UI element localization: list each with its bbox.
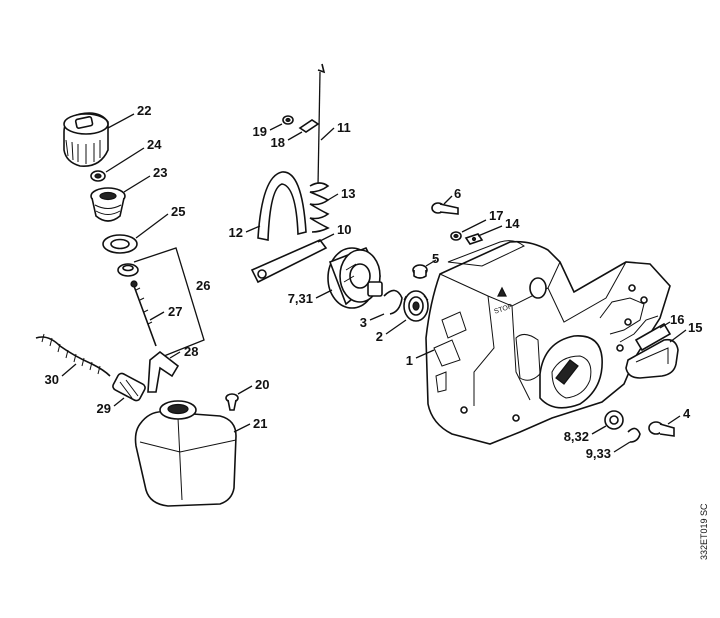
leader-2 bbox=[385, 319, 407, 335]
part-22-tank-cap bbox=[63, 112, 109, 167]
label-12: 12 bbox=[229, 225, 243, 240]
label-17: 17 bbox=[489, 208, 503, 223]
leader-9-33 bbox=[613, 441, 631, 453]
part-17-nut bbox=[450, 231, 462, 241]
label-30: 30 bbox=[45, 372, 59, 387]
label-23: 23 bbox=[153, 165, 167, 180]
part-13-spring bbox=[309, 182, 330, 233]
leader-27 bbox=[149, 311, 165, 321]
label-8-32: 8,32 bbox=[564, 429, 589, 444]
part-3-circlip bbox=[383, 289, 403, 315]
bracket-26 bbox=[133, 247, 205, 357]
part-30-suction-hose bbox=[35, 333, 111, 377]
leader-16 bbox=[659, 321, 671, 329]
part-12-strap bbox=[257, 171, 307, 241]
leader-17 bbox=[461, 219, 487, 233]
label-27: 27 bbox=[168, 304, 182, 319]
leader-22 bbox=[107, 113, 135, 129]
label-20: 20 bbox=[255, 377, 269, 392]
leader-6 bbox=[443, 195, 453, 205]
leader-24 bbox=[105, 147, 145, 173]
part-8-32-washer bbox=[604, 410, 624, 430]
part-2-bearing bbox=[403, 290, 429, 322]
part-11-rod bbox=[317, 63, 326, 187]
part-26-grommet bbox=[117, 263, 139, 277]
label-2: 2 bbox=[376, 329, 383, 344]
part-28-pickup-body bbox=[147, 350, 180, 393]
leader-20 bbox=[237, 385, 253, 395]
label-26: 26 bbox=[196, 278, 210, 293]
leader-23 bbox=[123, 175, 151, 193]
part-1-crankcase-housing: STOP bbox=[425, 240, 671, 445]
label-5: 5 bbox=[432, 251, 439, 266]
drawing-code: 332ET019 SC bbox=[699, 503, 709, 560]
label-24: 24 bbox=[147, 137, 162, 152]
label-3: 3 bbox=[360, 315, 367, 330]
part-5-nut bbox=[412, 264, 428, 279]
label-1: 1 bbox=[406, 353, 413, 368]
leader-12 bbox=[245, 225, 261, 233]
label-19: 19 bbox=[253, 124, 267, 139]
leader-28 bbox=[169, 351, 181, 359]
leader-15 bbox=[669, 329, 687, 343]
part-21-oil-tank bbox=[134, 400, 237, 507]
label-9-33: 9,33 bbox=[586, 446, 611, 461]
leader-4 bbox=[667, 415, 681, 425]
part-14-washer bbox=[464, 233, 484, 245]
label-7-31: 7,31 bbox=[288, 291, 313, 306]
part-6-bolt bbox=[431, 202, 459, 215]
part-16-cover bbox=[634, 322, 672, 352]
label-15: 15 bbox=[688, 320, 702, 335]
leader-1 bbox=[415, 349, 435, 359]
part-9-33-circlip bbox=[627, 427, 641, 443]
part-23-filler-insert bbox=[90, 187, 126, 222]
part-29-pickup bbox=[112, 372, 146, 402]
label-25: 25 bbox=[171, 204, 185, 219]
part-20-screw bbox=[225, 393, 239, 411]
part-25-ring bbox=[102, 234, 138, 254]
leader-3 bbox=[369, 313, 385, 321]
part-7-31-clutch-drum bbox=[327, 246, 383, 309]
part-18-plate bbox=[298, 119, 320, 133]
label-21: 21 bbox=[253, 416, 267, 431]
leader-10 bbox=[317, 233, 335, 243]
label-16: 16 bbox=[670, 312, 684, 327]
leader-7-31 bbox=[315, 289, 333, 299]
leader-14 bbox=[477, 225, 503, 237]
label-6: 6 bbox=[454, 186, 461, 201]
leader-5 bbox=[425, 259, 437, 267]
label-10: 10 bbox=[337, 222, 351, 237]
part-10-lever bbox=[250, 239, 328, 284]
leader-21 bbox=[233, 423, 251, 433]
leader-13 bbox=[327, 193, 339, 201]
leader-29 bbox=[113, 397, 125, 407]
leader-19 bbox=[269, 123, 283, 131]
label-14: 14 bbox=[505, 216, 520, 231]
label-22: 22 bbox=[137, 103, 151, 118]
part-19-screw bbox=[282, 115, 294, 125]
part-24-seal bbox=[90, 170, 106, 182]
leader-18 bbox=[287, 131, 303, 141]
leader-8-32 bbox=[591, 425, 607, 435]
label-29: 29 bbox=[97, 401, 111, 416]
part-4-bolt bbox=[648, 421, 675, 437]
label-11: 11 bbox=[337, 120, 351, 135]
leader-25 bbox=[135, 213, 169, 239]
label-4: 4 bbox=[683, 406, 691, 421]
label-13: 13 bbox=[341, 186, 355, 201]
part-27-fuel-hose bbox=[130, 280, 157, 347]
part-15-bumper bbox=[625, 338, 679, 379]
label-28: 28 bbox=[184, 344, 198, 359]
leader-11 bbox=[320, 127, 335, 141]
leader-30 bbox=[61, 363, 77, 377]
label-18: 18 bbox=[271, 135, 285, 150]
